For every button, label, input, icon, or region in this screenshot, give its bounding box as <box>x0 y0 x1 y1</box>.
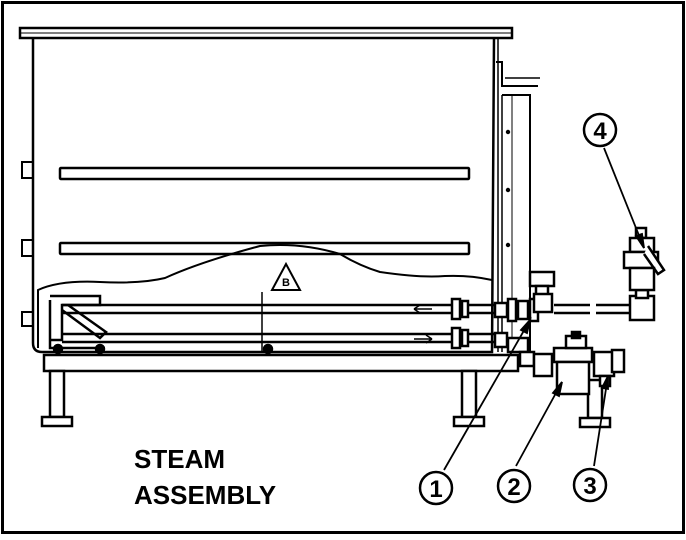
cutaway-line <box>37 244 493 348</box>
warning-triangle: B <box>270 261 302 291</box>
external-piping <box>493 270 656 396</box>
caption-line-2: ASSEMBLY <box>134 480 277 510</box>
warning-letter: B <box>282 277 290 289</box>
steam-coil <box>48 292 495 355</box>
callout-1-label: 1 <box>429 476 442 503</box>
tank-rails <box>58 166 471 256</box>
leader-lines <box>443 147 645 471</box>
callout-1: 1 <box>418 470 454 506</box>
callout-4-label: 4 <box>593 118 607 145</box>
callout-2: 2 <box>496 468 532 504</box>
callout-3-label: 3 <box>583 473 596 500</box>
callout-4: 4 <box>582 112 618 148</box>
safety-valve <box>622 226 666 292</box>
callout-2-label: 2 <box>507 474 520 501</box>
callout-3: 3 <box>572 467 608 503</box>
caption-line-1: STEAM <box>134 444 225 474</box>
